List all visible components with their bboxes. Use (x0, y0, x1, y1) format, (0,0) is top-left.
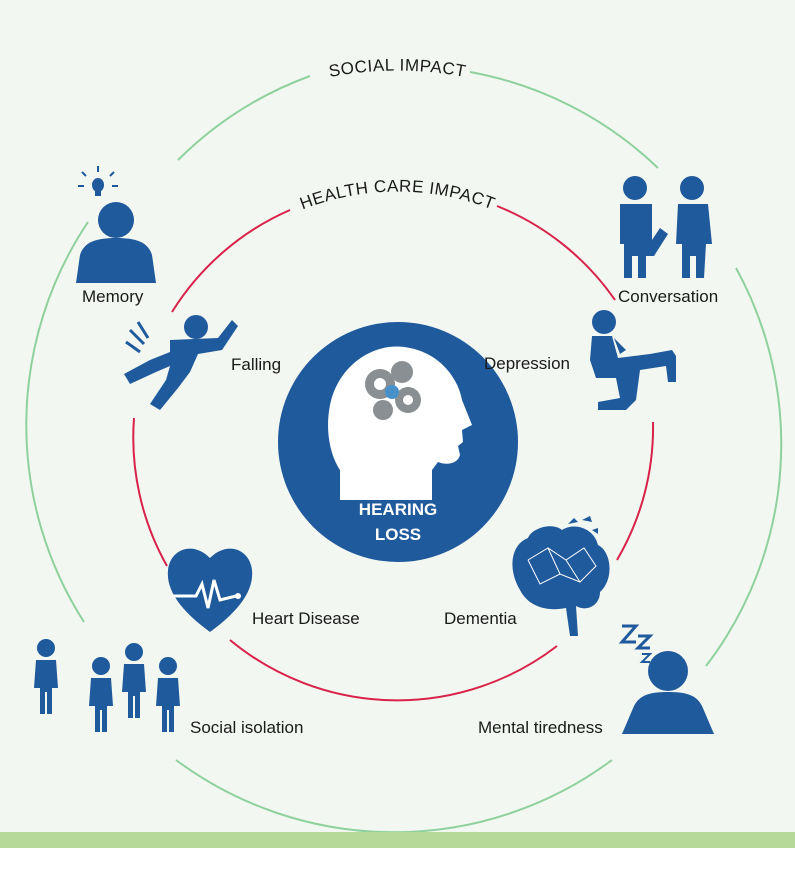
center-hearing-loss: HEARING LOSS (278, 322, 518, 562)
center-line-1: HEARING (359, 500, 437, 519)
inner-ring-title: HEALTH CARE IMPACT (297, 177, 498, 214)
inner-health-ring (132, 205, 655, 702)
lightbulb-icon (78, 166, 118, 196)
falling-person-icon (124, 315, 238, 410)
zzz-icon (618, 624, 654, 663)
head-silhouette-icon (328, 346, 472, 500)
heart-pulse-icon (167, 548, 253, 632)
conversation-people-icon (620, 176, 712, 278)
depression-thinker-icon (590, 310, 676, 410)
social-isolation-label: Social isolation (190, 718, 303, 737)
mental-tiredness-label: Mental tiredness (478, 718, 603, 737)
gears-icon (365, 361, 421, 420)
depression-label: Depression (484, 354, 570, 373)
memory-label: Memory (82, 287, 144, 306)
social-isolation-people-icon (34, 639, 180, 732)
conversation-label: Conversation (618, 287, 718, 306)
footer-background (0, 848, 795, 874)
footer-accent-bar (0, 832, 795, 848)
center-line-2: LOSS (375, 525, 421, 544)
memory-person-icon (76, 166, 156, 283)
dementia-label: Dementia (444, 609, 517, 628)
outer-ring-title: SOCIAL IMPACT (327, 56, 467, 81)
falling-label: Falling (231, 355, 281, 374)
heart-disease-label: Heart Disease (252, 609, 360, 628)
sleepy-person-icon (618, 624, 714, 734)
brain-network-icon (512, 516, 610, 636)
